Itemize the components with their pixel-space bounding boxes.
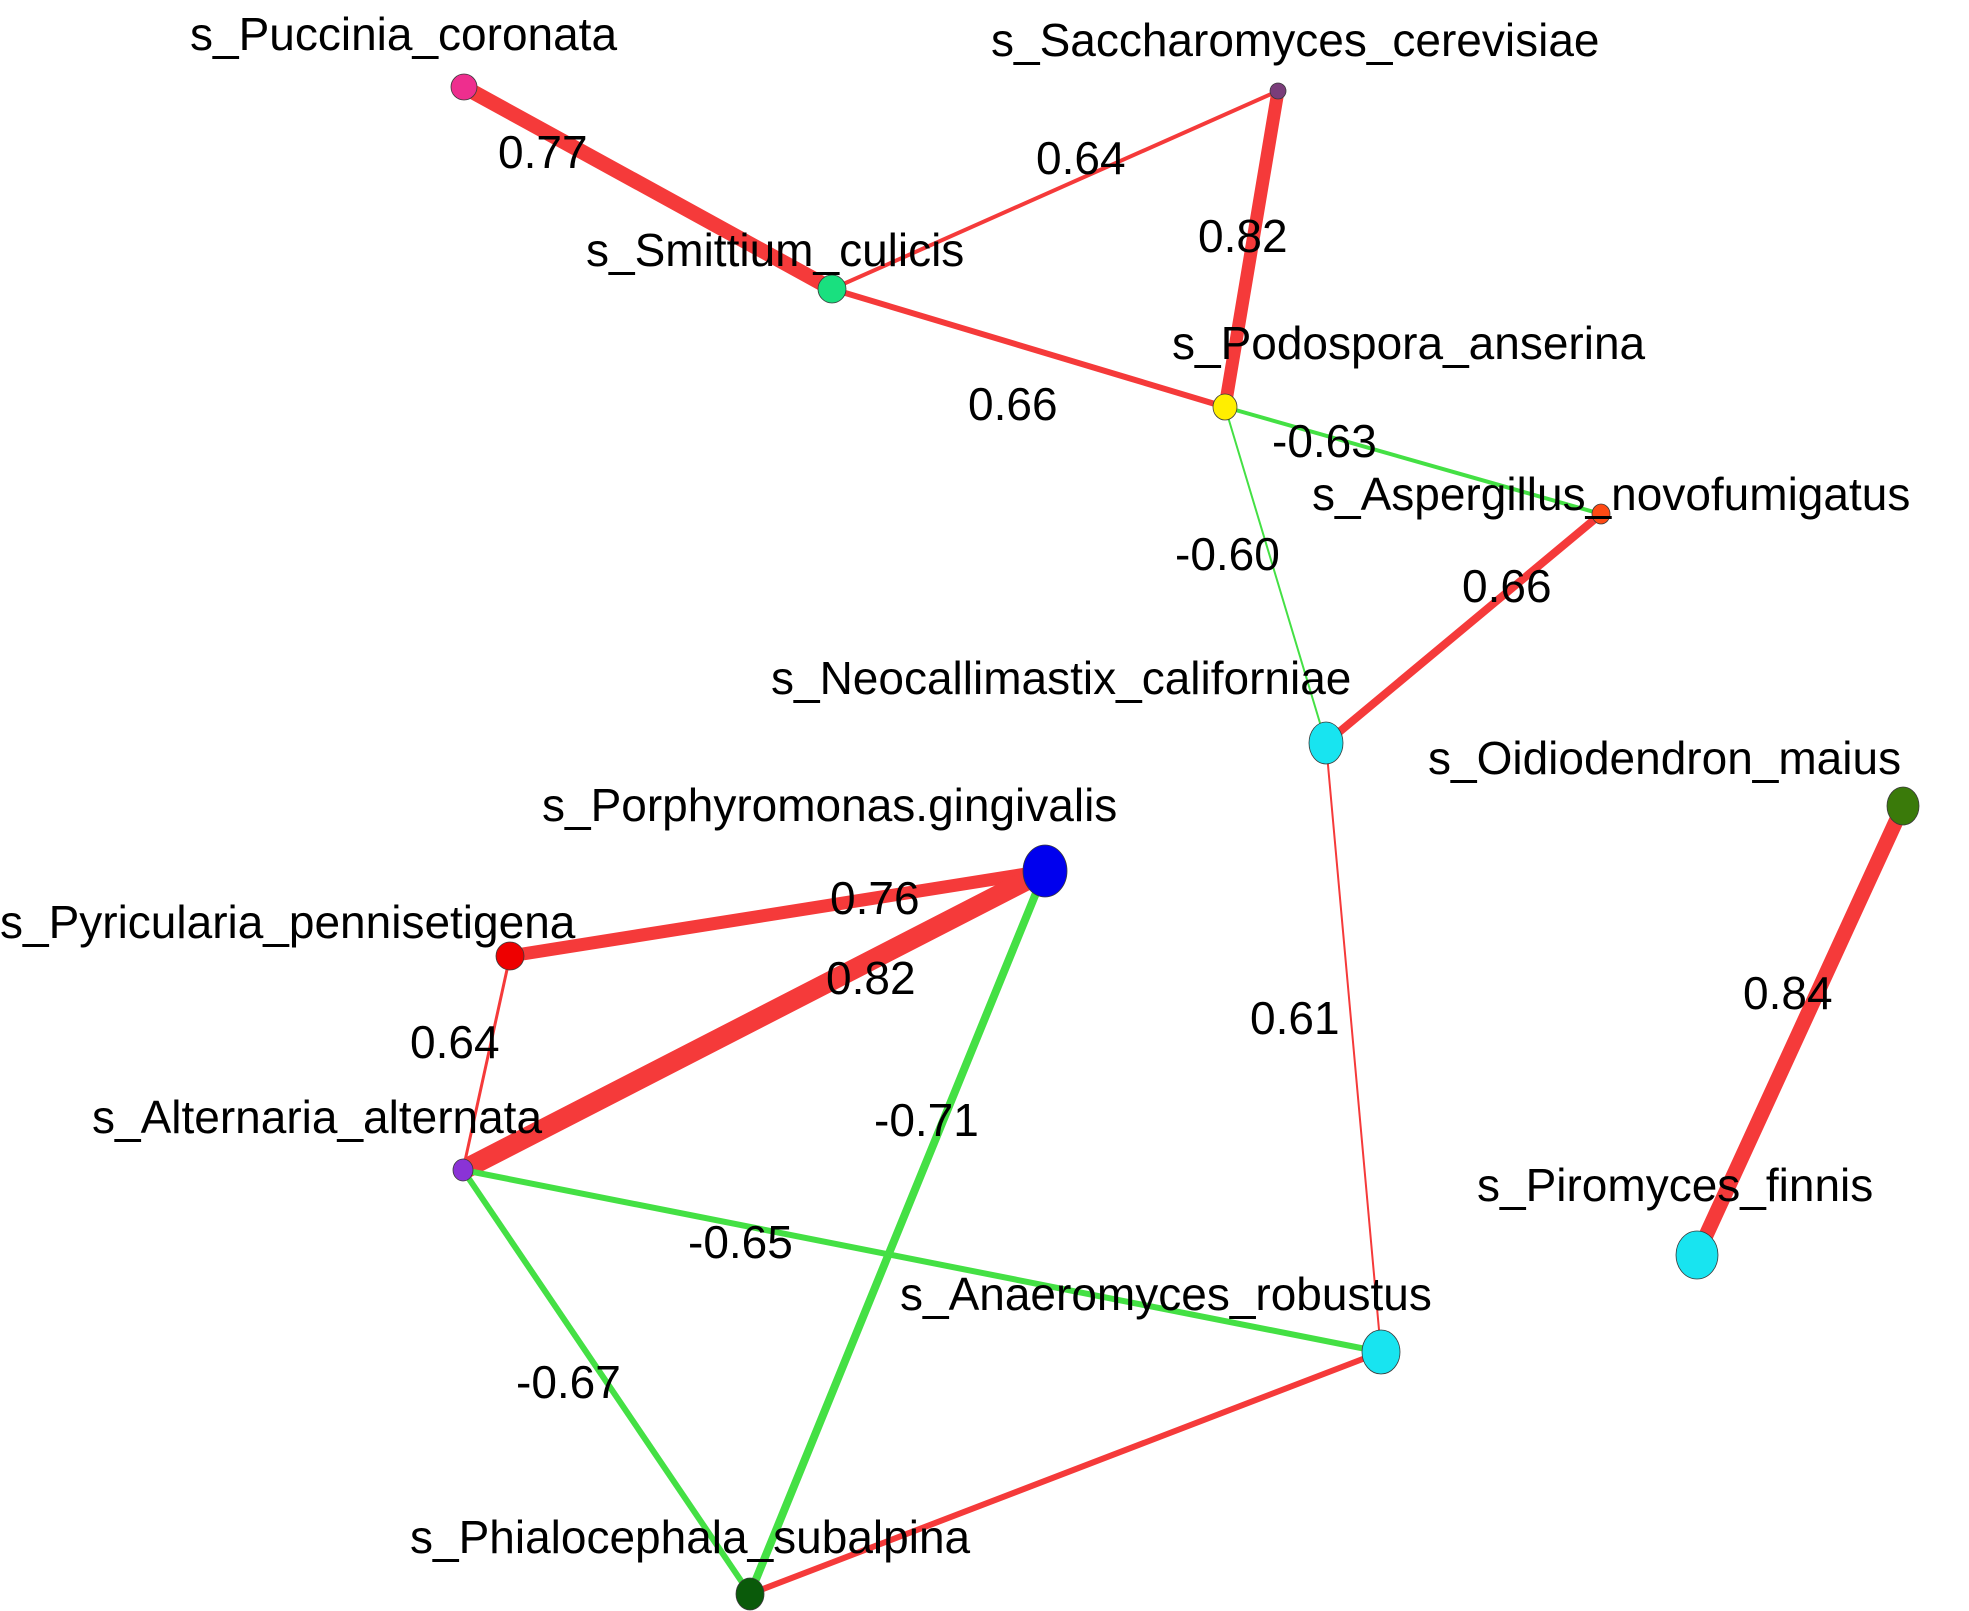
node-label-oidiodendron: s_Oidiodendron_maius — [1428, 732, 1901, 784]
node-alternaria — [452, 1158, 474, 1182]
edge-alternaria-anaeromyces — [460, 1167, 1384, 1355]
edge-puccinia-smittium — [456, 79, 840, 297]
node-oidiodendron — [1886, 786, 1920, 826]
node-label-smittium: s_Smittium_culicis — [586, 224, 964, 276]
edge-weight-label: -0.71 — [874, 1094, 979, 1146]
edge-alternaria-phialocephala — [460, 1167, 753, 1597]
node-label-aspergillus: s_Aspergillus_novofumigatus — [1312, 468, 1910, 520]
edge-weight-label: 0.66 — [968, 378, 1058, 430]
edge-weight-label: -0.67 — [516, 1356, 621, 1408]
edge-weight-label: -0.65 — [688, 1216, 793, 1268]
edge-labels-layer: 0.77 0.64 0.82 0.66 -0.63 -0.60 0.66 0.61 0.84 0.… — [410, 126, 1833, 1408]
node-label-podospora: s_Podospora_anserina — [1172, 317, 1646, 369]
node-label-anaeromyces: s_Anaeromyces_robustus — [900, 1268, 1432, 1320]
nodes-layer — [450, 73, 1920, 1611]
edge-weight-label: 0.76 — [830, 872, 920, 924]
node-piromyces — [1675, 1230, 1719, 1280]
node-puccinia — [450, 73, 478, 101]
node-phialocephala — [735, 1577, 765, 1611]
edge-podospora-neocallimastix — [1224, 406, 1327, 744]
node-podospora — [1212, 393, 1238, 421]
edge-saccharomyces-smittium — [830, 89, 1280, 291]
edge-weight-label: 0.77 — [498, 126, 588, 178]
edge-pyricularia-porphyromonas — [503, 864, 1052, 963]
node-label-neocallimastix: s_Neocallimastix_californiae — [771, 652, 1351, 704]
edge-saccharomyces-podospora — [1218, 84, 1285, 414]
node-smittium — [817, 274, 847, 304]
edge-porphyromonas-phialocephala — [746, 867, 1049, 1598]
edge-neocallimastix-anaeromyces — [1325, 742, 1382, 1353]
node-neocallimastix — [1308, 721, 1344, 765]
node-anaeromyces — [1361, 1329, 1401, 1375]
edge-weight-label: 0.64 — [1036, 132, 1126, 184]
edge-weight-label: 0.82 — [826, 952, 916, 1004]
edge-alternaria-porphyromonas — [453, 861, 1055, 1180]
node-labels-layer: s_Puccinia_coronata s_Saccharomyces_cerev… — [0, 8, 1910, 1563]
edge-podospora-aspergillus — [1223, 405, 1603, 516]
edge-anaeromyces-phialocephala — [747, 1349, 1384, 1597]
edge-weight-label: 0.82 — [1198, 210, 1288, 262]
edge-weight-label: 0.66 — [1462, 560, 1552, 612]
node-label-porphyromonas: s_Porphyromonas.gingivalis — [542, 779, 1117, 831]
node-label-saccharomyces: s_Saccharomyces_cerevisiae — [991, 14, 1600, 66]
edge-weight-label: -0.63 — [1272, 415, 1377, 467]
edge-weight-label: 0.64 — [410, 1016, 500, 1068]
node-label-pyricularia: s_Pyricularia_pennisetigena — [0, 896, 576, 948]
node-saccharomyces — [1269, 82, 1287, 100]
node-label-alternaria: s_Alternaria_alternata — [92, 1091, 542, 1143]
edge-oidiodendron-piromyces — [1689, 798, 1911, 1263]
node-pyricularia — [495, 941, 525, 971]
edge-aspergillus-neocallimastix — [1322, 510, 1605, 747]
edge-smittium-podospora — [829, 286, 1228, 410]
edge-weight-label: 0.84 — [1743, 967, 1833, 1019]
node-aspergillus — [1591, 503, 1611, 525]
node-label-piromyces: s_Piromyces_finnis — [1477, 1159, 1873, 1211]
node-label-puccinia: s_Puccinia_coronata — [190, 8, 617, 60]
node-porphyromonas — [1022, 844, 1068, 898]
edge-weight-label: 0.61 — [1250, 992, 1340, 1044]
node-label-phialocephala: s_Phialocephala_subalpina — [410, 1511, 971, 1563]
edges-layer — [453, 79, 1911, 1598]
edge-pyricularia-alternaria — [461, 954, 512, 1172]
edge-weight-label: -0.60 — [1175, 528, 1280, 580]
